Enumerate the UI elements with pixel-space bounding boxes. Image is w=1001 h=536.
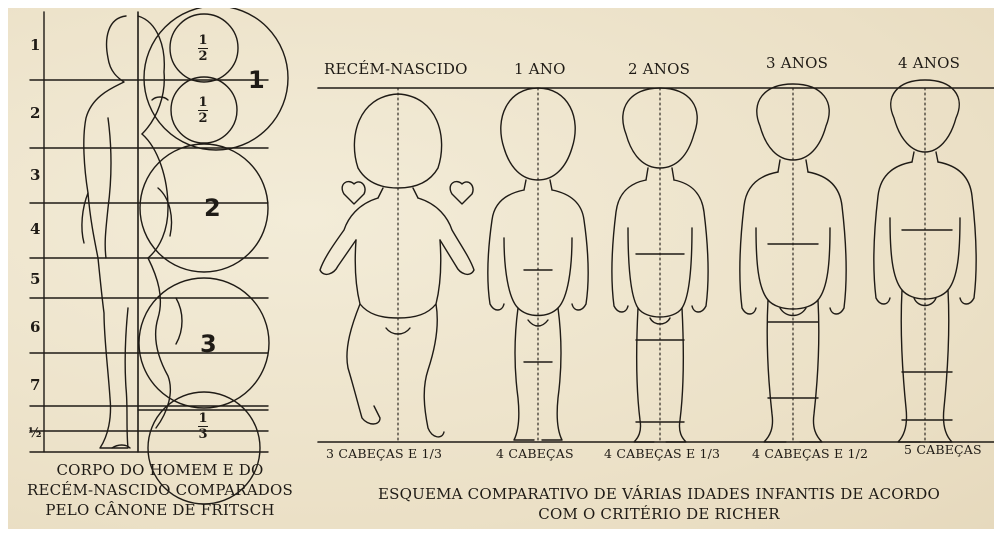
- age-label-3-years: 3 ANOS: [766, 54, 829, 72]
- scale-number-4: 4: [30, 220, 41, 238]
- head-count-3-years: 4 CABEÇAS E 1/2: [752, 446, 869, 461]
- circle-label-3: 3: [200, 330, 217, 358]
- fritsch-canon: [29, 8, 289, 505]
- caption-fritsch: CORPO DO HOMEM E DO RECÉM-NASCIDO COMPAR…: [26, 461, 294, 519]
- circle-label-1: 1: [248, 66, 265, 94]
- scale-number-6: 6: [30, 318, 41, 336]
- age-label-newborn: RECÉM-NASCIDO: [324, 60, 468, 78]
- age-label-2-years: 2 ANOS: [628, 60, 691, 78]
- head-count-2-years: 4 CABEÇAS E 1/3: [604, 446, 721, 461]
- age-label-4-years: 4 ANOS: [898, 54, 961, 72]
- children-scheme: [317, 79, 994, 443]
- proportion-diagram: [29, 8, 994, 505]
- circle-label-2: 2: [204, 194, 221, 222]
- head-count-1-year: 4 CABEÇAS: [496, 446, 574, 461]
- head-count-newborn: 3 CABEÇAS E 1/3: [326, 446, 443, 461]
- scale-number-7: 7: [30, 376, 41, 394]
- scale-number-2: 2: [30, 104, 41, 122]
- figure-newborn: [319, 93, 475, 438]
- figure-1-year: [487, 87, 589, 441]
- scale-number-1: 1: [30, 36, 41, 54]
- scale-number-half: ½: [28, 426, 42, 441]
- head-count-4-years: 5 CABEÇAS: [904, 442, 982, 457]
- figure-2-years: [611, 87, 709, 443]
- age-label-1-year: 1 ANO: [514, 60, 566, 78]
- figure-4-years: [873, 79, 977, 443]
- caption-richer: ESQUEMA COMPARATIVO DE VÁRIAS IDADES INF…: [378, 485, 940, 523]
- scale-number-5: 5: [30, 270, 41, 288]
- scale-number-3: 3: [30, 166, 41, 184]
- figure-3-years: [739, 83, 847, 443]
